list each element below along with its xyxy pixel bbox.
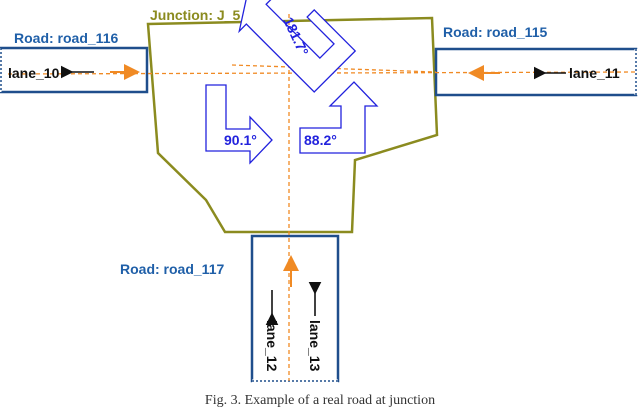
right-turn-angle-label: 90.1° <box>224 132 257 148</box>
road-116-label: Road: road_116 <box>14 30 118 46</box>
junction-label: Junction: J_5 <box>150 7 240 23</box>
path-horizontal-upper <box>231 64 437 73</box>
uturn-arrow-icon <box>238 0 357 93</box>
road-117-label: Road: road_117 <box>120 261 224 277</box>
straight-arrow-icon <box>299 81 379 154</box>
lane-10-label: lane_10 <box>8 65 60 81</box>
right-turn-arrow-icon <box>205 84 273 165</box>
lane-13-label: lane_13 <box>307 320 323 372</box>
lane-12-label: lane_12 <box>264 320 280 372</box>
figure-caption: Fig. 3. Example of a real road at juncti… <box>205 393 435 408</box>
road-116-box <box>0 46 149 94</box>
lane-11-label: lane_11 <box>569 65 620 81</box>
junction-boundary <box>146 16 439 234</box>
road-115-label: Road: road_115 <box>443 24 547 40</box>
straight-angle-label: 88.2° <box>304 132 337 148</box>
